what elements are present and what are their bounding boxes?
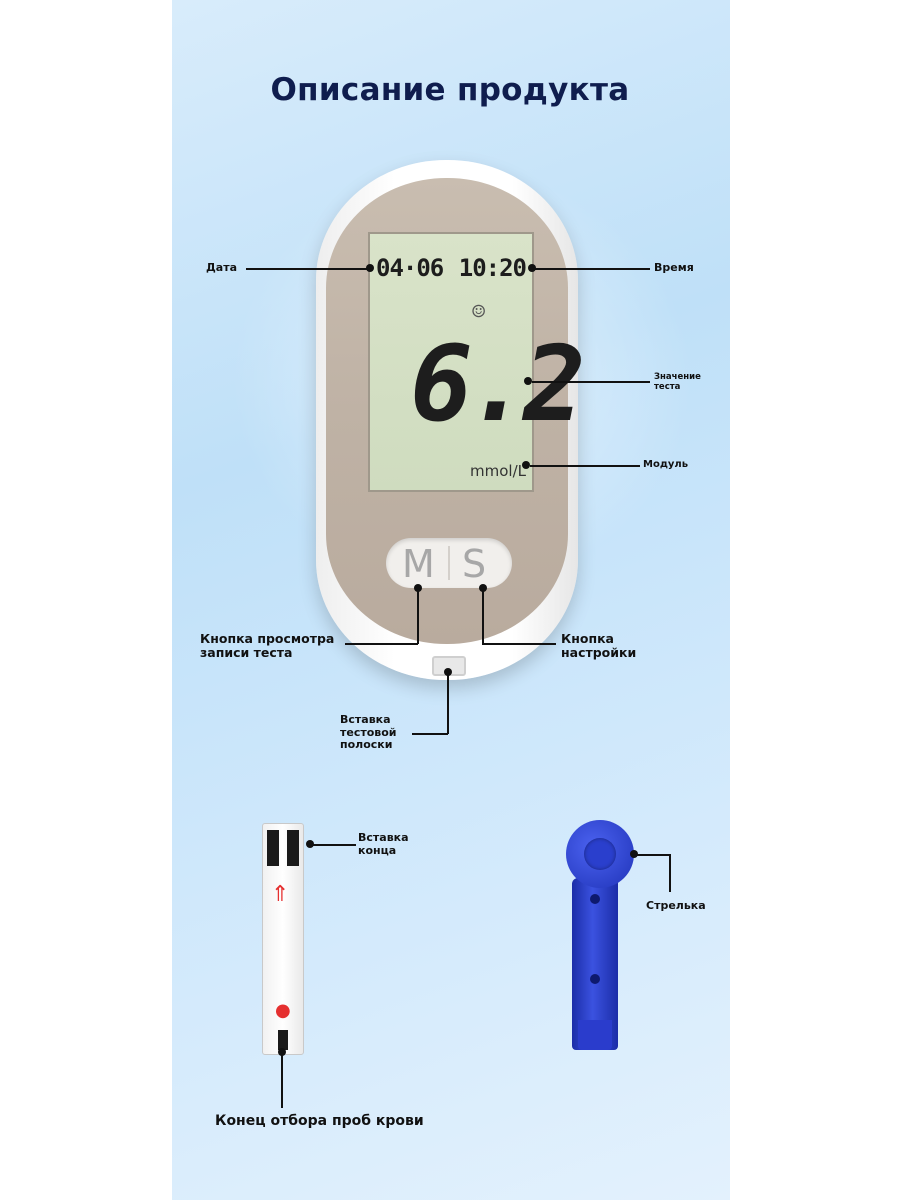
line-module	[530, 465, 640, 467]
button-divider	[448, 546, 450, 580]
line-time	[532, 268, 650, 270]
line-test-value	[532, 381, 650, 383]
label-strip-end-line2: конца	[358, 843, 397, 857]
lancet-dot-1	[590, 894, 600, 904]
label-strip-slot-line1: Вставка	[340, 713, 391, 726]
line-s-horizontal	[482, 643, 556, 645]
line-blood-end	[281, 1052, 283, 1108]
label-view-button-line2: записи теста	[200, 645, 293, 661]
lcd-date: 04·06	[376, 254, 444, 282]
label-strip-slot-line3: полоски	[340, 738, 393, 752]
label-time: Время	[654, 261, 694, 274]
label-settings-button: Кнопка настройки	[561, 631, 637, 661]
smiley-icon: ☺	[472, 300, 486, 325]
lancet-tip	[578, 1020, 612, 1050]
dot-time	[528, 264, 536, 272]
label-view-button: Кнопка просмотра записи теста	[200, 631, 335, 661]
strip-contact-left	[267, 830, 279, 866]
label-lancet: Стрелька	[646, 899, 706, 912]
label-strip-slot: Вставка тестовой полоски	[340, 713, 397, 752]
label-view-button-line1: Кнопка просмотра	[200, 631, 335, 646]
meter-buttons: M S	[386, 538, 512, 588]
dot-date	[366, 264, 374, 272]
lancet-cap-inner	[584, 838, 616, 870]
label-test-value: Значение теста	[654, 372, 701, 393]
m-button[interactable]: M	[402, 542, 435, 586]
line-lancet-horizontal	[634, 854, 670, 856]
lancet-dot-2	[590, 974, 600, 984]
arrow-up-icon: ⇑	[271, 882, 290, 907]
lcd-time: 10:20	[458, 254, 527, 282]
line-lancet-vertical	[669, 854, 671, 892]
line-strip-end	[310, 844, 356, 846]
label-test-value-line2: теста	[654, 381, 681, 392]
label-date: Дата	[206, 261, 238, 274]
line-m-horizontal	[345, 643, 418, 645]
blood-drop-icon: ●	[275, 1000, 291, 1021]
dot-test-value	[524, 377, 532, 385]
strip-contact-right	[287, 830, 299, 866]
page-title: Описание продукта	[270, 72, 630, 108]
label-strip-end: Вставка конца	[358, 831, 409, 857]
line-date	[246, 268, 370, 270]
s-button[interactable]: S	[462, 542, 487, 586]
strip-sample-end	[278, 1030, 288, 1050]
line-s-vertical	[482, 588, 484, 644]
line-m-vertical	[417, 588, 419, 644]
line-strip-slot-horizontal	[412, 733, 448, 735]
label-settings-button-line1: Кнопка	[561, 631, 614, 646]
test-strip: ⇑ ●	[262, 823, 304, 1055]
line-strip-slot-vertical	[447, 672, 449, 734]
lcd-unit: mmol/L	[470, 462, 526, 480]
label-strip-end-line1: Вставка	[358, 831, 409, 844]
lcd-value: 6.2	[410, 323, 586, 445]
label-test-value-line1: Значение	[654, 372, 701, 382]
label-blood-end: Конец отбора проб крови	[215, 1113, 424, 1129]
label-settings-button-line2: настройки	[561, 645, 637, 661]
lcd-screen: 04·06 10:20 ☺ 6.2 mmol/L	[368, 232, 586, 492]
dot-module	[522, 461, 530, 469]
label-strip-slot-line2: тестовой	[340, 725, 397, 739]
label-module: Модуль	[643, 459, 689, 470]
